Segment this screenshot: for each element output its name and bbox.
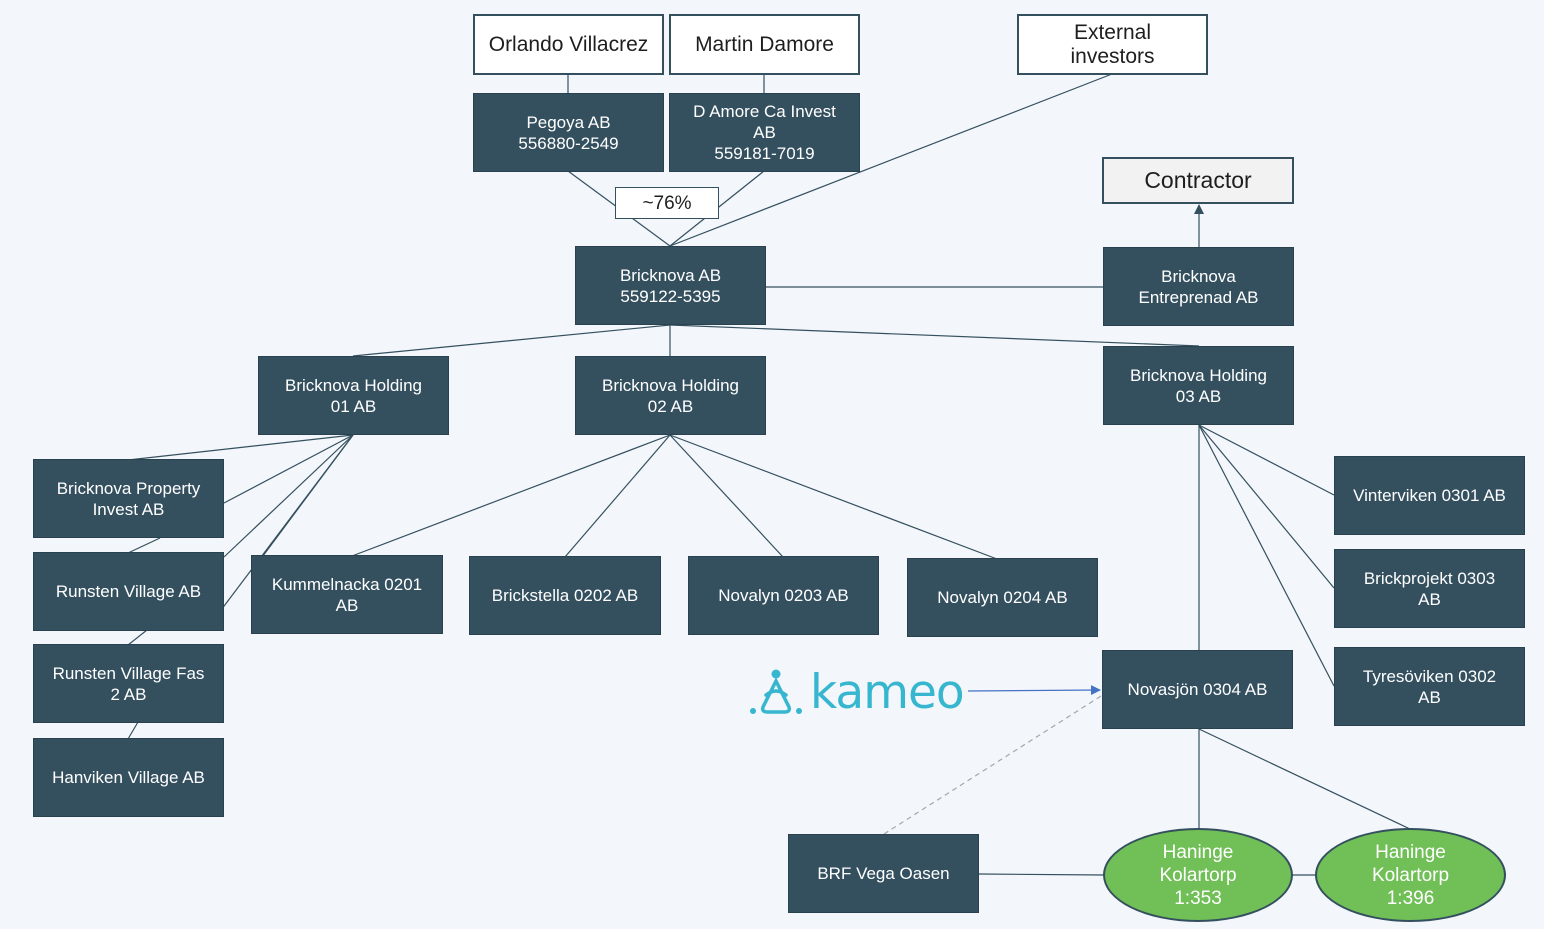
line-runsten-fas2 <box>127 629 148 646</box>
node-brickstella: Brickstella 0202 AB <box>469 556 661 635</box>
dashed-brf-novasjon <box>883 695 1102 835</box>
node-contractor: Contractor <box>1102 157 1294 204</box>
node-pegoya-ab: Pegoya AB 556880-2549 <box>473 93 664 172</box>
line-h01-runsten <box>223 434 354 558</box>
node-runsten-village-fas2: Runsten Village Fas 2 AB <box>33 644 224 723</box>
node-runsten-village: Runsten Village AB <box>33 552 224 631</box>
node-property-invest: Bricknova Property Invest AB <box>33 459 224 538</box>
ownership-share-label: ~76% <box>615 187 719 219</box>
line-h03-brickprojekt <box>1198 424 1335 589</box>
line-external-bricknova <box>669 73 1113 247</box>
kameo-logo: kameo <box>748 665 970 721</box>
node-haninge-kolartorp-353: Haninge Kolartorp 1:353 <box>1103 828 1293 922</box>
node-bricknova-entreprenad: Bricknova Entreprenad AB <box>1103 247 1294 326</box>
line-h02-novalyn0204 <box>669 434 998 560</box>
kameo-logo-icon <box>750 669 802 714</box>
line-h03-vinterviken <box>1198 424 1335 496</box>
line-bricknova-holding01 <box>352 324 671 357</box>
kameo-logo-text: kameo <box>810 665 965 720</box>
node-holding-03: Bricknova Holding 03 AB <box>1103 346 1294 425</box>
node-external-investors: External investors <box>1017 14 1208 75</box>
node-novalyn-0203: Novalyn 0203 AB <box>688 556 879 635</box>
line-bricknova-holding03 <box>669 324 1200 347</box>
line-h02-brickstella <box>564 434 671 558</box>
line-property-runsten <box>127 537 161 554</box>
line-novasjon-haninge396 <box>1198 728 1411 830</box>
line-h01-property-side <box>223 434 354 504</box>
node-hanviken-village: Hanviken Village AB <box>33 738 224 817</box>
node-tyresoviken: Tyresöviken 0302 AB <box>1334 647 1525 726</box>
line-h01-property <box>127 434 354 461</box>
node-novalyn-0204: Novalyn 0204 AB <box>907 558 1098 637</box>
node-martin-damore: Martin Damore <box>669 14 860 75</box>
node-bricknova-ab: Bricknova AB 559122-5395 <box>575 246 766 325</box>
node-brf-vega-oasen: BRF Vega Oasen <box>788 834 979 913</box>
node-damore-invest: D Amore Ca Invest AB 559181-7019 <box>669 93 860 172</box>
node-novasjon: Novasjön 0304 AB <box>1102 650 1293 729</box>
line-h02-novalyn0203 <box>669 434 784 558</box>
node-holding-01: Bricknova Holding 01 AB <box>258 356 449 435</box>
line-h03-tyresoviken <box>1198 424 1335 687</box>
node-haninge-kolartorp-396: Haninge Kolartorp 1:396 <box>1315 828 1506 922</box>
node-holding-02: Bricknova Holding 02 AB <box>575 356 766 435</box>
node-kummelnacka: Kummelnacka 0201 AB <box>251 555 443 634</box>
line-h02-kummelnacka <box>351 434 671 557</box>
line-fas2-hanviken <box>127 721 139 740</box>
line-brf-haninge353 <box>978 873 1105 876</box>
node-vinterviken: Vinterviken 0301 AB <box>1334 456 1525 535</box>
arrow-kameo-novasjon <box>967 685 1101 696</box>
node-orlando-villacrez: Orlando Villacrez <box>473 14 664 75</box>
line-h01-kummelnacka <box>250 434 354 573</box>
node-brickprojekt: Brickprojekt 0303 AB <box>1334 549 1525 628</box>
